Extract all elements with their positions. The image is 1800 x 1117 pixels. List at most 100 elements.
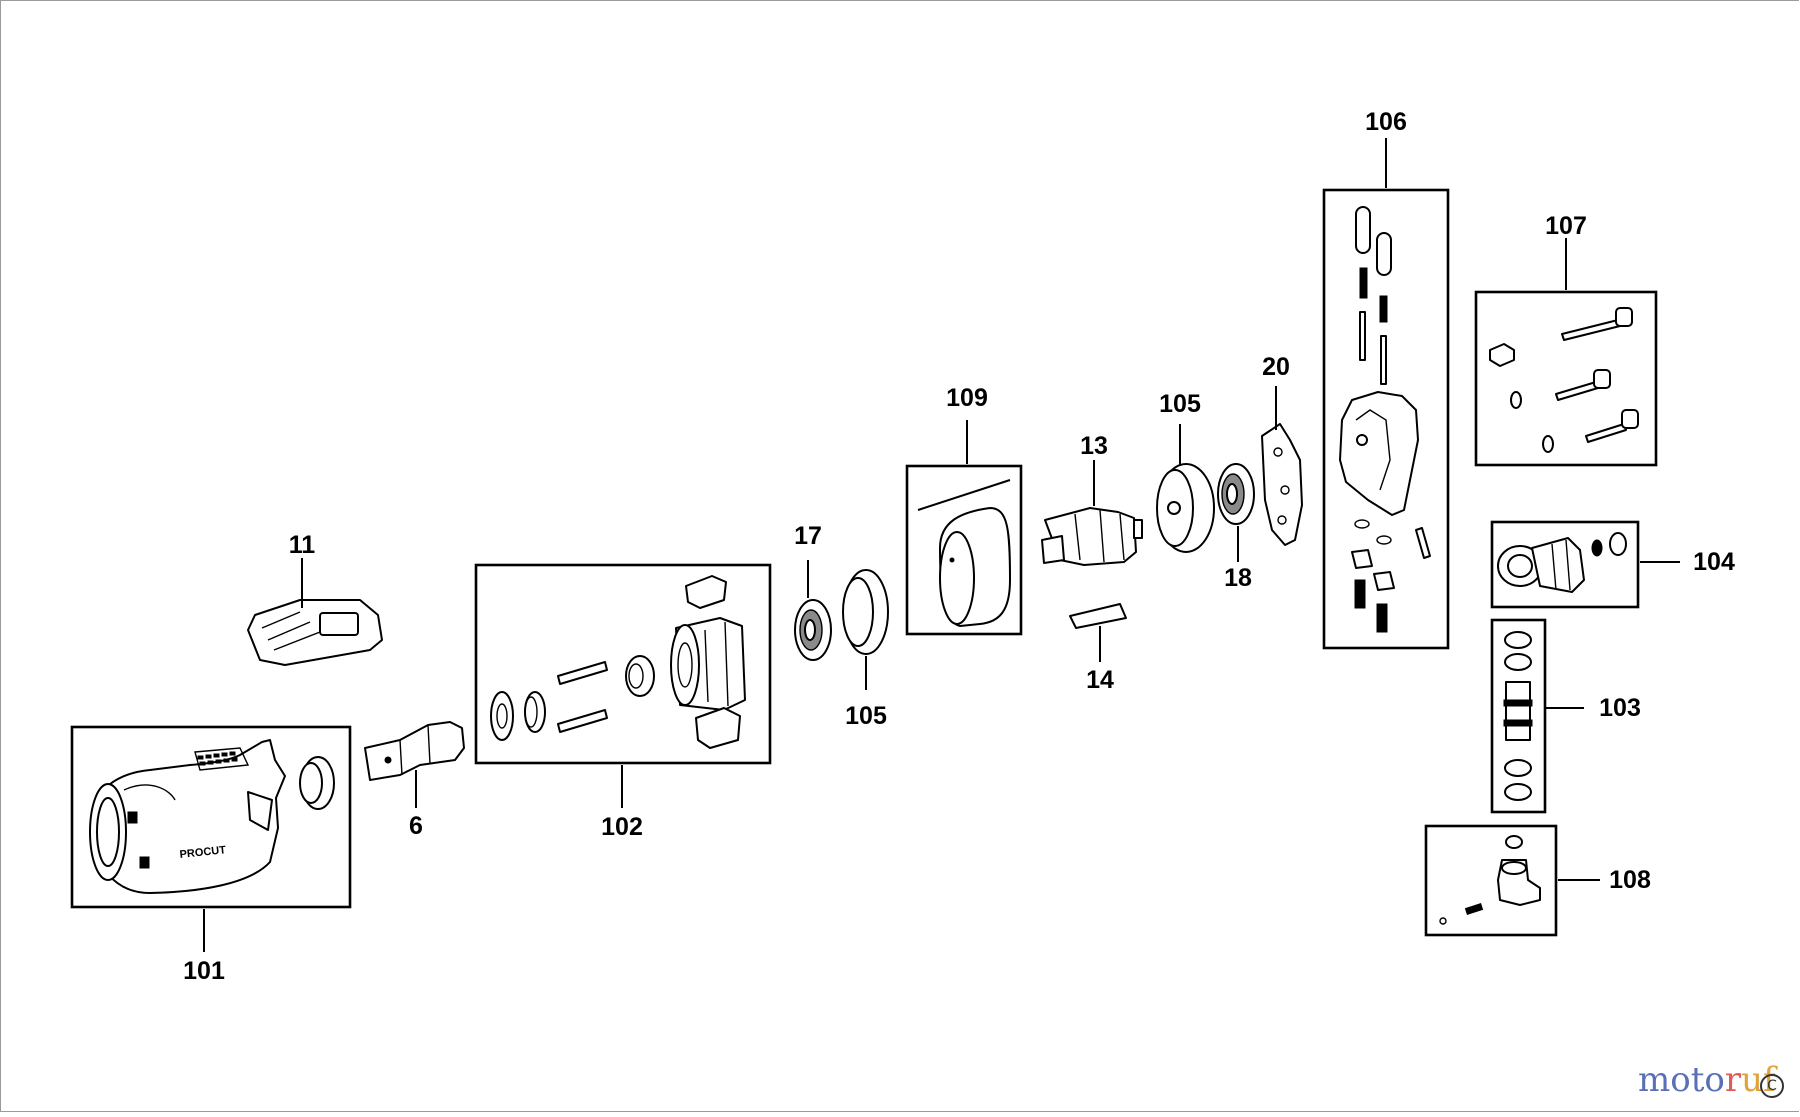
label-11: 11 xyxy=(289,531,316,559)
oring-103-3 xyxy=(1504,759,1532,777)
screw-2-shank xyxy=(1555,381,1599,401)
watermark-text-a: moto xyxy=(1638,1060,1725,1100)
label-6: 6 xyxy=(409,812,423,840)
hammer-dog-upper xyxy=(685,575,727,609)
reverse-knob-top xyxy=(1501,861,1527,875)
rotor-slots xyxy=(1074,509,1125,563)
cylinder-port xyxy=(949,557,955,563)
part-group-14: 14 xyxy=(1069,603,1127,694)
part-group-18: 18 xyxy=(1217,463,1255,592)
screw-1-shank xyxy=(1561,319,1621,341)
cam-bore xyxy=(628,663,644,689)
gasket-hole-2 xyxy=(1280,485,1290,495)
anvil xyxy=(364,721,465,781)
valve-pin-2 xyxy=(1376,232,1392,276)
screw-3-head xyxy=(1621,409,1639,429)
reverse-spool-ring-2 xyxy=(1503,719,1533,727)
part-group-13: 13 xyxy=(1041,432,1143,566)
part-box-106 xyxy=(1322,188,1450,650)
washer xyxy=(490,691,514,741)
housing-contour xyxy=(123,784,176,801)
valve-pin-3 xyxy=(1415,527,1431,559)
cylinder-pin xyxy=(917,479,1011,511)
screw-3-shank xyxy=(1585,423,1627,443)
label-105a: 105 xyxy=(1159,390,1201,418)
inlet-clip xyxy=(1609,532,1627,556)
cover-plate xyxy=(247,599,383,666)
label-13: 13 xyxy=(1080,432,1108,460)
housing-trigger-guard xyxy=(247,791,273,831)
label-14: 14 xyxy=(1086,666,1114,694)
part-box-108 xyxy=(1424,824,1558,937)
valve-oring-2 xyxy=(1376,535,1392,545)
hammer-cage-slots xyxy=(704,621,729,707)
backhead xyxy=(1339,391,1419,516)
gasket xyxy=(1261,423,1303,546)
valve-rod-1 xyxy=(1359,311,1366,361)
valve-spring-2 xyxy=(1379,295,1388,323)
oring-108 xyxy=(1505,835,1523,849)
part-group-105b: 105 xyxy=(842,569,889,730)
reverse-spool-ring-1 xyxy=(1503,699,1533,707)
label-106: 106 xyxy=(1365,108,1407,136)
part-box-101 xyxy=(70,725,352,909)
backhead-contour xyxy=(1355,409,1391,491)
part-group-6: 6 xyxy=(364,721,465,840)
backhead-port xyxy=(1356,434,1368,446)
detent-ball xyxy=(1439,917,1447,925)
watermark-logo: motoruf xyxy=(1638,1060,1776,1100)
valve-cap-2 xyxy=(1373,571,1395,591)
screw-2-head xyxy=(1593,369,1611,389)
inlet-fitting xyxy=(1531,537,1585,593)
housing-clip-upper xyxy=(127,811,138,824)
rotor-shaft xyxy=(1133,519,1143,539)
label-20: 20 xyxy=(1262,353,1290,381)
oring-103-2 xyxy=(1504,653,1532,671)
cover-plate-window xyxy=(319,612,359,636)
pin-upper xyxy=(557,661,608,685)
label-17: 17 xyxy=(794,522,822,550)
screw-1-head xyxy=(1615,307,1633,327)
watermark-text-b: r xyxy=(1724,1060,1742,1100)
label-18: 18 xyxy=(1224,564,1252,592)
hammer-dog-lower xyxy=(695,707,741,749)
anvil-hole xyxy=(384,756,392,764)
rear-plate-hole xyxy=(1167,501,1181,515)
label-102: 102 xyxy=(601,813,643,841)
label-105b: 105 xyxy=(845,702,887,730)
washer-107-1 xyxy=(1510,391,1522,409)
inlet-swivel-bore xyxy=(1507,554,1533,578)
hammer-cage-bore xyxy=(677,642,693,688)
housing-body xyxy=(91,739,286,894)
copyright-icon: C xyxy=(1760,1074,1784,1098)
label-109: 109 xyxy=(946,384,988,412)
part-box-109 xyxy=(905,464,1023,636)
gasket-hole-1 xyxy=(1273,447,1283,457)
rotor xyxy=(1044,507,1137,566)
label-104: 104 xyxy=(1693,548,1735,576)
pin-lower xyxy=(557,709,608,733)
valve-oring-1 xyxy=(1354,519,1370,529)
washer-hole xyxy=(496,703,508,729)
valve-spring-1 xyxy=(1359,267,1368,299)
housing-brand-text: PROCUT xyxy=(179,844,227,861)
part-group-103: 103 xyxy=(1490,618,1641,814)
part-group-101: PROCUT 101 xyxy=(70,725,352,985)
part-box-102 xyxy=(474,563,772,765)
oring-103-1 xyxy=(1504,631,1532,649)
end-plate-lower-inner xyxy=(842,577,874,647)
part-group-106: 106 xyxy=(1322,108,1450,650)
ring-inner xyxy=(524,696,538,728)
bearing-17-bore xyxy=(804,619,816,641)
part-group-17: 17 xyxy=(794,522,832,661)
rotor-spline xyxy=(1041,535,1065,564)
part-group-20: 20 xyxy=(1261,353,1303,546)
valve-rod-2 xyxy=(1380,335,1387,385)
part-group-107: 107 xyxy=(1474,212,1658,467)
vane xyxy=(1069,603,1127,629)
part-box-107 xyxy=(1474,290,1658,467)
gasket-hole-3 xyxy=(1277,515,1287,525)
inlet-oring xyxy=(1591,539,1603,557)
